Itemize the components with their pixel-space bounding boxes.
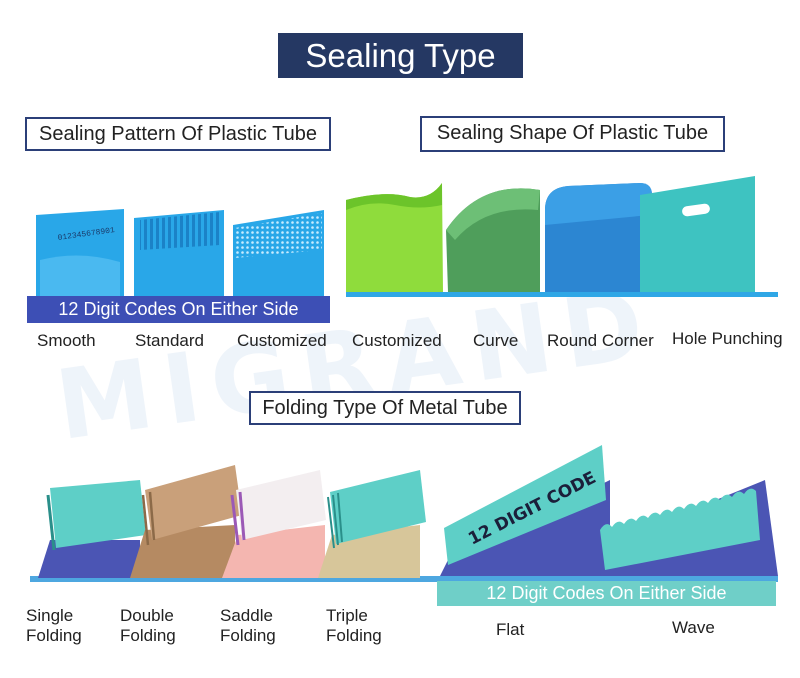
option-label-line2: Folding bbox=[220, 626, 276, 645]
option-label-line2: Folding bbox=[26, 626, 82, 645]
option-standard: Standard bbox=[135, 331, 204, 350]
option-customized-shape: Customized bbox=[352, 331, 442, 350]
metal-wave bbox=[600, 480, 778, 576]
page-title: Sealing Type bbox=[278, 33, 523, 78]
option-double-folding: Double Folding bbox=[120, 606, 176, 646]
option-label-line2: Folding bbox=[120, 626, 176, 645]
metal-base-bar-left bbox=[30, 576, 440, 582]
tube-standard bbox=[134, 210, 224, 300]
tube-shape-customized bbox=[346, 183, 443, 292]
option-single-folding: Single Folding bbox=[26, 606, 82, 646]
tube-smooth: 012345678901 bbox=[36, 209, 124, 300]
punch-hole-icon bbox=[682, 203, 710, 217]
metal-folding-heading: Folding Type Of Metal Tube bbox=[249, 391, 521, 425]
option-label-line1: Single bbox=[26, 606, 74, 625]
plastic-code-banner: 12 Digit Codes On Either Side bbox=[27, 296, 330, 323]
option-wave: Wave bbox=[672, 618, 715, 637]
option-curve: Curve bbox=[473, 331, 519, 350]
option-label-line1: Triple bbox=[326, 606, 368, 625]
option-triple-folding: Triple Folding bbox=[326, 606, 382, 646]
metal-triple-folding bbox=[318, 470, 426, 578]
tube-shape-hole-punching bbox=[640, 176, 755, 292]
tube-shape-curve bbox=[446, 188, 540, 292]
plastic-shape-base-bar bbox=[346, 292, 778, 297]
option-label-line1: Saddle bbox=[220, 606, 273, 625]
option-label-line1: Double bbox=[120, 606, 174, 625]
metal-flat-code: 12 DIGIT CODE bbox=[440, 445, 610, 576]
option-hole-punching: Hole Punching bbox=[672, 329, 783, 348]
option-saddle-folding: Saddle Folding bbox=[220, 606, 276, 646]
option-label-line2: Folding bbox=[326, 626, 382, 645]
metal-saddle-folding bbox=[222, 470, 326, 578]
plastic-pattern-heading: Sealing Pattern Of Plastic Tube bbox=[25, 117, 331, 151]
option-round-corner: Round Corner bbox=[547, 331, 654, 350]
option-customized-pattern: Customized bbox=[237, 331, 327, 350]
metal-code-banner: 12 Digit Codes On Either Side bbox=[437, 581, 776, 606]
metal-single-folding bbox=[38, 480, 146, 578]
tube-shape-round-corner bbox=[545, 183, 652, 292]
plastic-shape-heading: Sealing Shape Of Plastic Tube bbox=[420, 116, 725, 152]
tube-customized-pattern bbox=[233, 210, 324, 300]
metal-double-folding bbox=[130, 465, 242, 578]
option-flat: Flat bbox=[496, 620, 525, 639]
option-smooth: Smooth bbox=[37, 331, 96, 350]
metal-base-bar-right bbox=[440, 576, 778, 582]
